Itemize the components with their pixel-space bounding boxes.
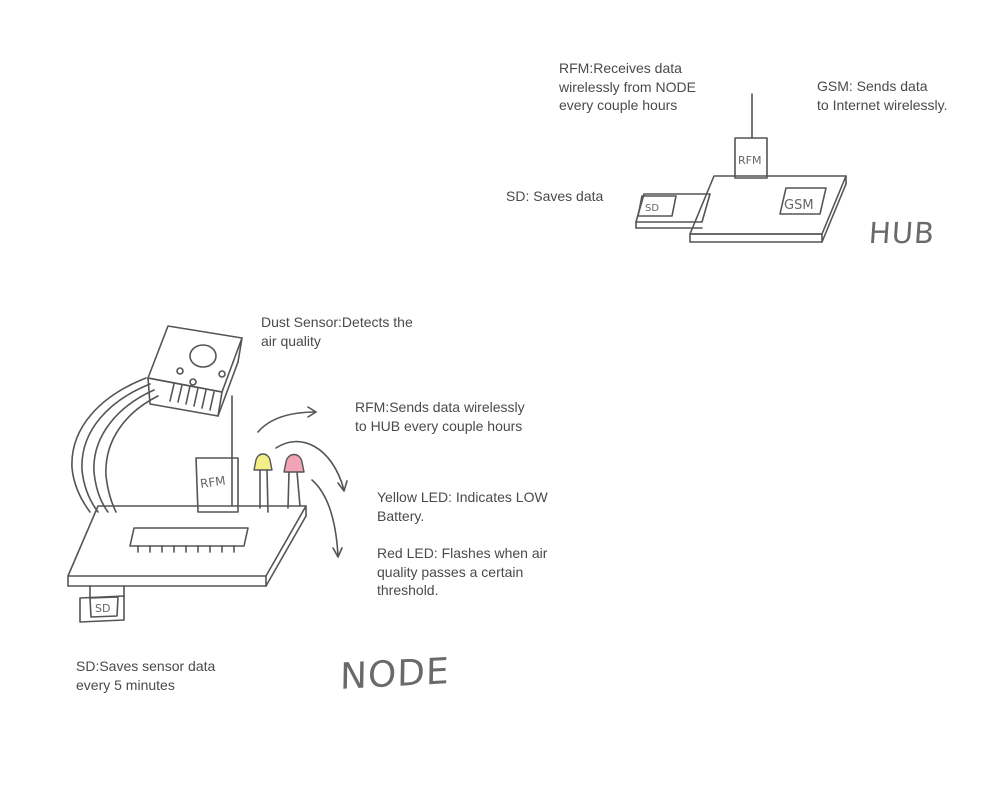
node-rfm-module: RFM [195, 457, 239, 513]
hub-gsm-note: GSM: Sends data to Internet wirelessly. [817, 77, 947, 114]
node-yellow-led [253, 453, 273, 513]
hub-rfm-note-line: every couple hours [559, 97, 678, 113]
node-board [67, 505, 307, 587]
hub-sd-chip-label: SD [645, 203, 659, 214]
rfm-signal-arrow [257, 406, 317, 433]
hub-rfm-note: RFM:Receives data wirelessly from NODE e… [559, 59, 696, 115]
hub-rfm-chip-label: RFM [738, 154, 761, 167]
node-rfm-note-line: RFM:Sends data wirelessly [355, 399, 525, 415]
node-yellow-led-note: Yellow LED: Indicates LOW Battery. [377, 488, 548, 525]
hub-gsm-module: GSM [779, 187, 827, 215]
hub-board [689, 175, 847, 243]
hub-gsm-note-line: GSM: Sends data [817, 78, 928, 94]
node-yellow-led-note-line: Yellow LED: Indicates LOW [377, 489, 548, 505]
hub-title: HUB [867, 216, 937, 250]
node-sd-note-line: SD:Saves sensor data [76, 658, 216, 674]
node-dust-note-line: air quality [261, 332, 321, 349]
node-red-led-note: Red LED: Flashes when air quality passes… [377, 544, 547, 600]
node-dust-note-line: Dust Sensor:Detects the [261, 314, 413, 330]
node-sd-note: SD:Saves sensor data every 5 minutes [76, 657, 215, 694]
node-rfm-note-line: to HUB every couple hours [355, 417, 523, 434]
red-led-arrow [311, 479, 343, 558]
node-red-led-note-line: quality passes a certain [377, 563, 524, 580]
yellow-led-arrow [275, 440, 348, 492]
hub-gsm-chip-label: GSM [784, 198, 814, 213]
node-dust-sensor [147, 325, 243, 507]
node-sensor-cable [71, 377, 159, 513]
node-sd-note-line: every 5 minutes [76, 676, 175, 693]
node-rfm-chip-label: RFM [199, 474, 226, 491]
hub-sd-card: SD [635, 193, 711, 229]
node-red-led-note-line: threshold. [377, 582, 439, 598]
hub-sd-note-line: SD: Saves data [506, 188, 604, 204]
node-title: NODE [339, 651, 451, 698]
hub-rfm-note-line: wirelessly from NODE [559, 78, 696, 95]
node-red-led [283, 453, 305, 509]
node-rfm-note: RFM:Sends data wirelessly to HUB every c… [355, 398, 525, 435]
hub-rfm-note-line: RFM:Receives data [559, 60, 682, 76]
node-red-led-note-line: Red LED: Flashes when air [377, 545, 548, 561]
hub-gsm-note-line: to Internet wirelessly. [817, 96, 948, 113]
node-yellow-led-note-line: Battery. [377, 507, 425, 524]
node-connector-strip [129, 527, 249, 553]
node-dust-note: Dust Sensor:Detects the air quality [261, 313, 413, 350]
node-sd-chip-label: SD [95, 602, 110, 615]
node-sd-card: SD [79, 585, 125, 623]
hub-rfm-module: RFM [734, 93, 768, 179]
hub-sd-note: SD: Saves data [506, 187, 603, 206]
